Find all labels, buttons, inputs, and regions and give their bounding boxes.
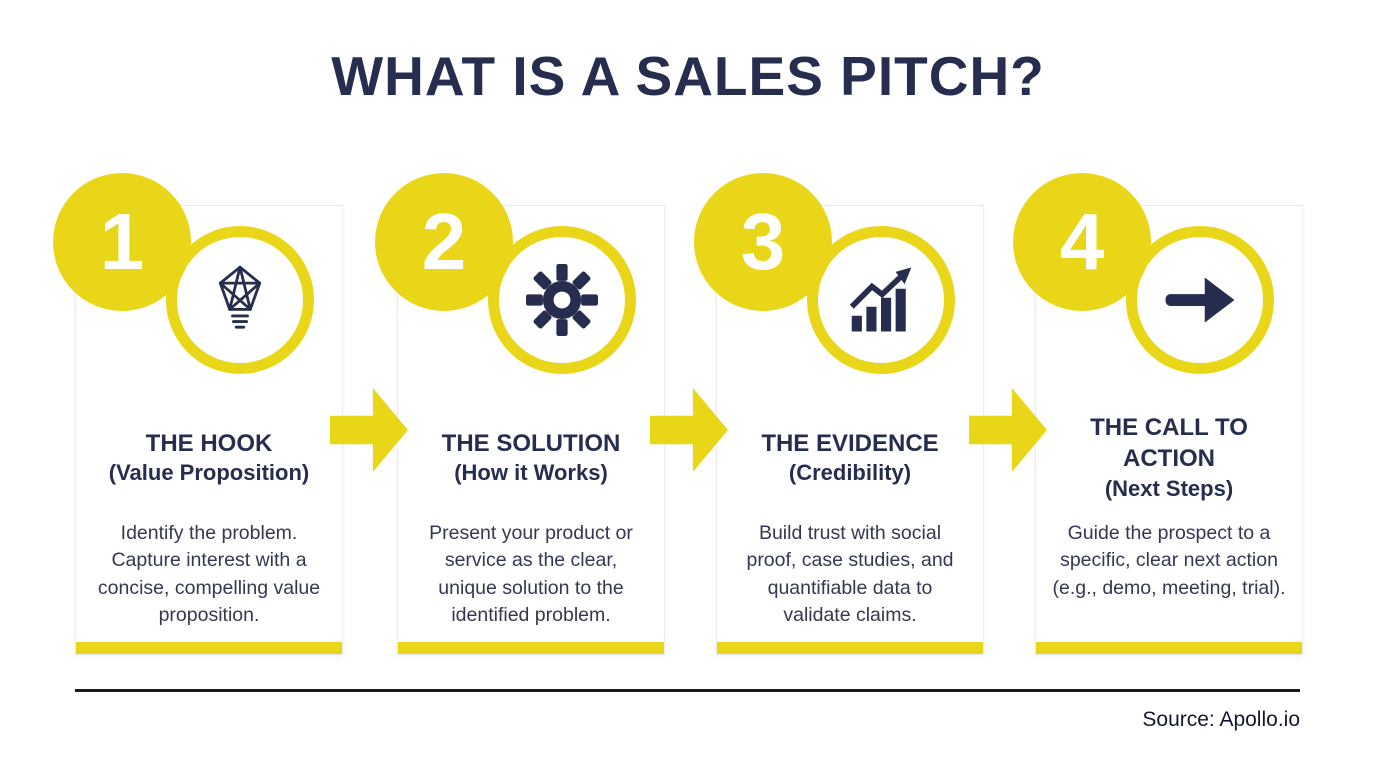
step-icon-ring — [1126, 226, 1274, 374]
step-title: THE CALL TO ACTION — [1090, 414, 1248, 472]
step-card-1: 1 THE HO — [53, 173, 343, 655]
growth-chart-icon — [845, 264, 917, 336]
card-accent-bar — [76, 642, 342, 654]
page-title: WHAT IS A SALES PITCH? — [331, 45, 1045, 107]
step-subtitle: (How it Works) — [454, 460, 608, 486]
source-credit: Source: Apollo.io — [1142, 708, 1300, 731]
step-title: THE HOOK — [145, 429, 273, 457]
step-description: Identify the problem. Capture interest w… — [97, 522, 321, 626]
idea-bulb-icon — [210, 264, 270, 336]
step-card-3: 3 THE EVIDENCE (Credibility) Build t — [694, 173, 984, 655]
footer-divider — [75, 689, 1300, 692]
card-accent-bar — [717, 642, 983, 654]
step-card-4: 4 THE CALL TO ACTION (Next Steps) Guide … — [1013, 173, 1303, 655]
step-subtitle: (Credibility) — [788, 460, 912, 486]
step-heading: THE HOOK (Value Proposition) — [76, 402, 342, 514]
step-number-badge: 4 — [1013, 173, 1151, 311]
step-number-badge: 1 — [53, 173, 191, 311]
step-icon-ring — [166, 226, 314, 374]
card-accent-bar — [398, 642, 664, 654]
step-title: THE EVIDENCE — [761, 429, 939, 457]
step-description: Present your product or service as the c… — [429, 522, 633, 626]
step-heading: THE SOLUTION (How it Works) — [398, 402, 664, 514]
arrow-right-icon — [1162, 262, 1238, 338]
step-icon-ring — [807, 226, 955, 374]
gear-icon — [526, 264, 598, 336]
step-icon-ring — [488, 226, 636, 374]
card-accent-bar — [1036, 642, 1302, 654]
step-card-2: 2 — [375, 173, 665, 655]
step-heading: THE EVIDENCE (Credibility) — [717, 402, 983, 514]
step-number-badge: 2 — [375, 173, 513, 311]
step-description: Guide the prospect to a specific, clear … — [1052, 522, 1286, 599]
step-heading: THE CALL TO ACTION (Next Steps) — [1036, 402, 1302, 514]
step-description: Build trust with social proof, case stud… — [746, 522, 954, 626]
step-title: THE SOLUTION — [441, 429, 621, 457]
step-number-badge: 3 — [694, 173, 832, 311]
step-subtitle: (Next Steps) — [1104, 475, 1234, 501]
step-subtitle: (Value Proposition) — [108, 460, 310, 486]
